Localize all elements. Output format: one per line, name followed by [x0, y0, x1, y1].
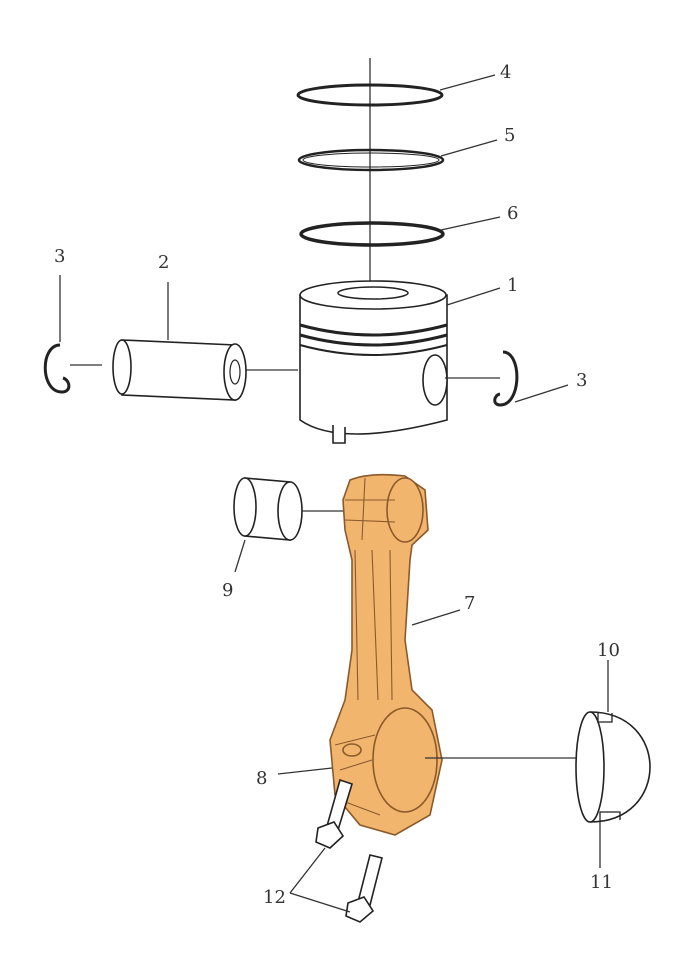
- callout-3-left: 3: [54, 246, 65, 267]
- callout-1: 1: [507, 275, 518, 296]
- big-end-bearing: [575, 660, 651, 868]
- snap-ring-left: [43, 275, 102, 394]
- connecting-rod: [277, 473, 580, 836]
- callout-2: 2: [158, 252, 169, 273]
- piston: [245, 280, 501, 444]
- piston-pin: [112, 282, 247, 401]
- piston-ring-second: [297, 139, 498, 172]
- callout-7: 7: [464, 593, 475, 614]
- piston-ring-oil: [299, 216, 501, 247]
- rod-bolts: [289, 778, 383, 923]
- callout-5: 5: [504, 125, 515, 146]
- callout-12: 12: [263, 887, 286, 908]
- callout-11: 11: [590, 872, 613, 893]
- callout-8: 8: [256, 768, 267, 789]
- callout-4: 4: [500, 62, 511, 83]
- callout-3-right: 3: [576, 370, 587, 391]
- callout-9: 9: [222, 580, 233, 601]
- small-end-bushing: [233, 477, 343, 573]
- callout-10: 10: [597, 640, 620, 661]
- snap-ring-right: [493, 350, 569, 407]
- piston-ring-top: [296, 74, 496, 107]
- callout-6: 6: [507, 203, 518, 224]
